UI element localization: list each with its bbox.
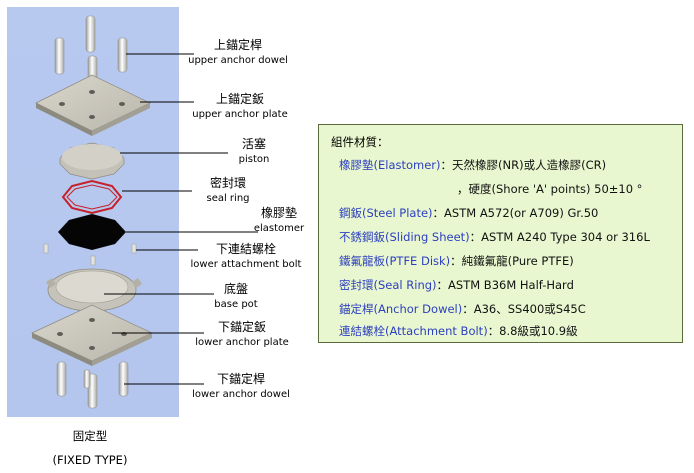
label-zh: 下連結螺栓: [215, 242, 276, 256]
material-row: 鋼鈑(Steel Plate)：ASTM A572(or A709) Gr.50: [339, 205, 598, 221]
material-row: 錨定桿(Anchor Dowel)：A36、SS400或S45C: [339, 301, 586, 317]
material-key: 鋼鈑(Steel Plate): [339, 206, 433, 220]
label-zh: 下錨定桿: [216, 372, 265, 386]
label-zh: 上錨定桿: [213, 38, 262, 52]
label-en: lower attachment bolt: [190, 259, 302, 270]
label-zh: 橡膠墊: [260, 206, 297, 220]
label-en: elastomer: [253, 223, 305, 234]
label-en: lower anchor dowel: [192, 389, 290, 400]
label-lower-anchor-dowel: 下錨定桿 lower anchor dowel: [188, 372, 294, 402]
label-en: upper anchor dowel: [188, 55, 288, 66]
material-row: 不銹鋼鈑(Sliding Sheet)：ASTM A240 Type 304 o…: [339, 229, 650, 245]
material-value: ：A36、SS400或S45C: [462, 302, 586, 316]
material-value: ：天然橡膠(NR)或人造橡膠(CR): [440, 158, 607, 172]
label-elastomer: 橡膠墊 elastomer: [244, 206, 314, 236]
material-value: ，硬度(Shore 'A' points) 50±10 °: [457, 182, 643, 196]
label-zh: 底盤: [223, 282, 248, 296]
label-upper-anchor-dowel: 上錨定桿 upper anchor dowel: [188, 38, 288, 68]
label-en: lower anchor plate: [195, 337, 289, 348]
material-key: 鐵氟龍板(PTFE Disk): [339, 254, 451, 268]
label-zh: 活塞: [241, 137, 266, 151]
base-pot: [46, 268, 142, 316]
material-key: 錨定桿(Anchor Dowel): [339, 302, 463, 316]
materials-heading: 組件材質：: [331, 135, 389, 149]
lower-anchor-plate: [31, 304, 153, 366]
label-zh: 下錨定鈑: [217, 320, 266, 334]
label-zh: 密封環: [209, 176, 246, 190]
label-lower-anchor-plate: 下錨定鈑 lower anchor plate: [188, 320, 296, 350]
material-key: 不銹鋼鈑(Sliding Sheet): [339, 230, 470, 244]
elastomer-pad: [58, 214, 126, 250]
material-value: ：純鐵氟龍(Pure PTFE): [450, 254, 574, 268]
material-value: ：8.8級或10.9級: [487, 324, 578, 338]
material-row: 鐵氟龍板(PTFE Disk)：純鐵氟龍(Pure PTFE): [339, 253, 574, 269]
material-row: 密封環(Seal Ring)：ASTM B36M Half-Hard: [339, 277, 574, 293]
leader-lines: [104, 53, 258, 385]
material-row: ，硬度(Shore 'A' points) 50±10 °: [457, 181, 642, 197]
caption-en: (FIXED TYPE): [52, 453, 128, 467]
lower-anchor-dowel: [56, 361, 129, 409]
seal-ring: [61, 179, 123, 215]
lower-attachment-bolt: [43, 243, 137, 266]
caption-zh: 固定型: [72, 429, 108, 443]
label-upper-anchor-plate: 上錨定鈑 upper anchor plate: [190, 92, 290, 122]
material-value: ：ASTM A240 Type 304 or 316L: [469, 230, 650, 244]
materials-panel: 組件材質： 橡膠墊(Elastomer)：天然橡膠(NR)或人造橡膠(CR) ，…: [318, 124, 683, 343]
label-en: piston: [238, 154, 270, 165]
label-lower-attachment-bolt: 下連結螺栓 lower attachment bolt: [190, 242, 302, 272]
material-value: ：ASTM A572(or A709) Gr.50: [432, 206, 599, 220]
material-row: 連結螺栓(Attachment Bolt)：8.8級或10.9級: [339, 323, 578, 339]
piston: [59, 142, 125, 180]
label-zh: 上錨定鈑: [215, 92, 264, 106]
upper-anchor-plate: [35, 74, 151, 136]
label-en: upper anchor plate: [192, 109, 288, 120]
label-seal-ring: 密封環 seal ring: [190, 176, 266, 206]
label-en: base pot: [214, 299, 258, 310]
material-row: 橡膠墊(Elastomer)：天然橡膠(NR)或人造橡膠(CR): [339, 157, 606, 173]
material-key: 連結螺栓(Attachment Bolt): [339, 324, 488, 338]
label-piston: 活塞 piston: [222, 137, 286, 167]
material-value: ：ASTM B36M Half-Hard: [436, 278, 574, 292]
material-key: 橡膠墊(Elastomer): [339, 158, 441, 172]
material-key: 密封環(Seal Ring): [339, 278, 437, 292]
label-base-pot: 底盤 base pot: [206, 282, 266, 312]
label-en: seal ring: [206, 193, 250, 204]
